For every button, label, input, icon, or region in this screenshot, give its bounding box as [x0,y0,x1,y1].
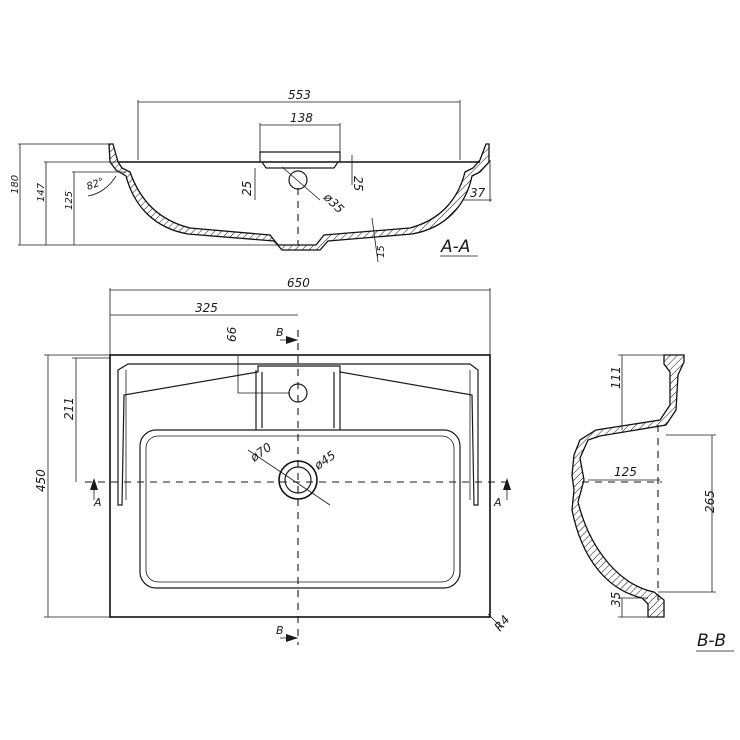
plan-overflow-block [255,370,341,430]
section-aa-label: A-A [440,237,470,257]
dim-125-text: 125 [64,191,75,210]
section-bb-wall [571,354,685,618]
dim-147-text: 147 [36,182,47,202]
dim-25-left-text: 25 [240,181,254,196]
dim-553-text: 553 [288,88,311,102]
dim-bb-125-text: 125 [614,465,637,479]
dim-wall-text: 15 [376,245,387,258]
dim-211-text: 211 [62,397,76,420]
section-aa-wall [108,143,490,251]
dim-tap-dia-text: ø35 [320,190,347,217]
section-aa-overflow-notch [259,151,341,162]
dim-radius-text: R4 [492,613,513,634]
plan-bowl-inner [145,435,455,583]
cut-b-bottom-arrow [286,634,298,642]
dim-bb-35-text: 35 [609,592,623,607]
dim-138-text: 138 [290,111,313,125]
section-bb-view: 111 125 265 35 B-B [571,354,734,652]
dim-650-text: 650 [287,276,310,290]
dim-180-text: 180 [10,175,21,194]
dim-325-text: 325 [195,301,218,315]
plan-overflow-block-inner [261,372,335,428]
section-aa-view: 553 138 25 25 ø35 37 180 147 125 82° 15 [10,88,492,263]
plan-outer-edge [109,354,491,618]
cut-a-left-arrow [90,478,98,490]
plan-view: ø70 ø45 650 325 66 211 450 R4 A A B [34,276,513,645]
cut-b-bottom-text: B [276,624,284,637]
section-aa-notch-inner [261,161,339,169]
dim-drain-inner-text: ø45 [311,448,338,473]
dim-wall-line [371,217,379,263]
section-aa-tap-leader [281,166,321,201]
dim-450-text: 450 [34,469,48,492]
dim-66-line [237,355,290,394]
cut-a-right-text: A [493,496,502,509]
plan-bowl-outline [139,429,461,589]
cut-a-left-text: A [93,496,102,509]
cut-a-right-arrow [503,478,511,490]
plan-drain-inner [284,466,312,494]
cut-b-top-arrow [286,336,298,344]
dim-66-text: 66 [225,326,239,342]
section-bb-label: B-B [697,631,726,651]
dim-265-text: 265 [703,490,717,513]
plan-drain-outer [278,460,318,500]
cut-b-top-text: B [276,326,284,339]
dim-37-text: 37 [470,186,486,200]
dim-drain-outer-text: ø70 [247,440,275,465]
dim-angle-arc [87,175,117,197]
dim-radius-leader [487,613,503,629]
plan-drain-leader [247,449,331,506]
dim-111-text: 111 [609,366,623,389]
dim-25-right-text: 25 [351,176,365,191]
